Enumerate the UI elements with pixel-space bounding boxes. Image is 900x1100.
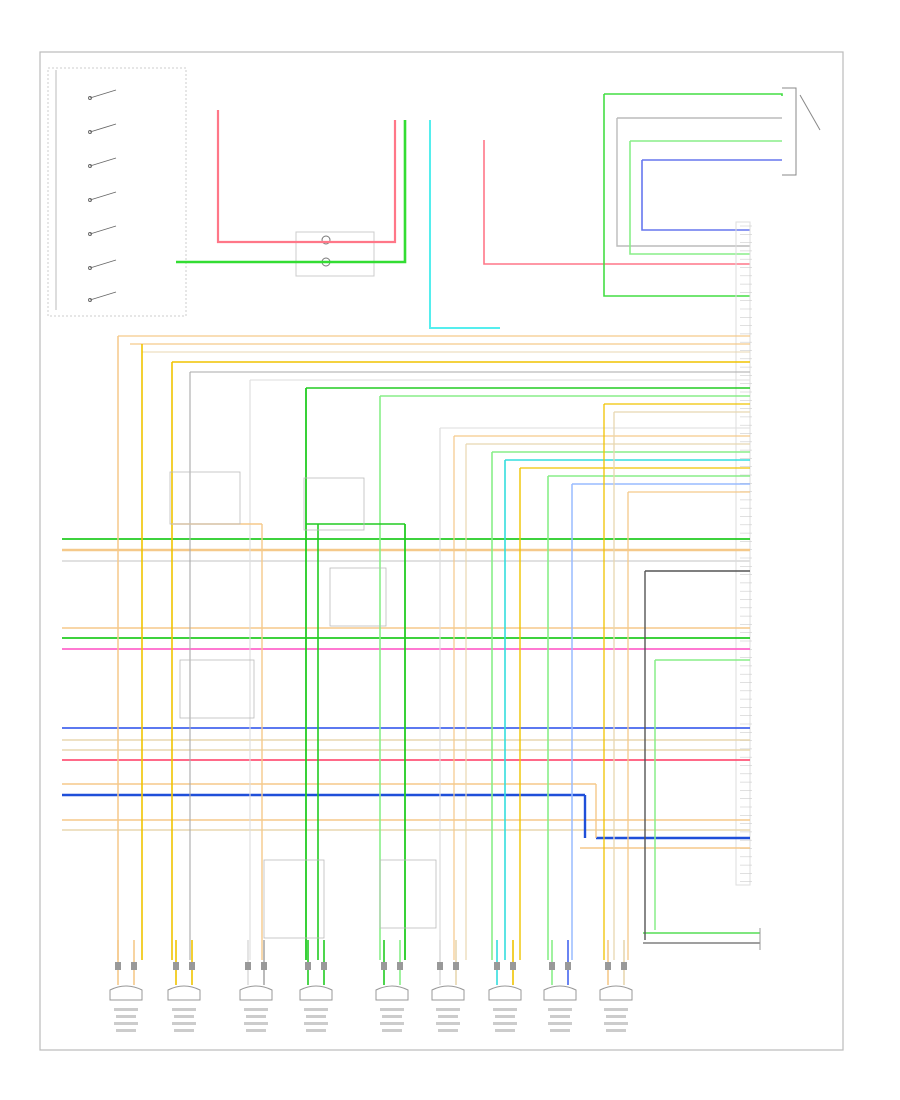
speaker-caption-mark	[174, 1029, 194, 1032]
speaker-pin	[305, 962, 311, 970]
wire-blue-amp	[641, 159, 782, 231]
speaker-caption-mark	[436, 1008, 460, 1011]
speaker-caption-mark	[436, 1022, 460, 1025]
speaker-caption-mark	[493, 1022, 517, 1025]
speaker	[299, 940, 333, 1032]
wire-white-amp	[616, 117, 782, 247]
speaker-body	[488, 985, 522, 1001]
speaker-pin	[549, 962, 555, 970]
wire-green-top	[176, 120, 407, 264]
speakers-row	[109, 940, 633, 1032]
speaker-caption-mark	[116, 1015, 136, 1018]
speaker-pin	[494, 962, 500, 970]
speaker-caption-mark	[116, 1029, 136, 1032]
speaker-pin	[605, 962, 611, 970]
speaker-caption-mark	[495, 1015, 515, 1018]
radio-resistor-block	[295, 231, 375, 277]
speaker-caption-mark	[380, 1008, 404, 1011]
speaker-caption-mark	[172, 1008, 196, 1011]
speaker	[488, 940, 522, 1032]
speaker-pin	[437, 962, 443, 970]
diagram-border	[39, 51, 844, 1051]
speaker-body	[299, 985, 333, 1001]
speaker-caption-mark	[438, 1015, 458, 1018]
speaker-caption-mark	[244, 1008, 268, 1011]
speaker-caption-mark	[114, 1022, 138, 1025]
speaker	[109, 940, 143, 1032]
splice-labels	[169, 471, 437, 939]
speaker	[599, 940, 633, 1032]
speaker-caption-mark	[495, 1029, 515, 1032]
speaker-body	[375, 985, 409, 1001]
speaker	[431, 940, 465, 1032]
speaker-pin	[381, 962, 387, 970]
speaker-pin	[565, 962, 571, 970]
speaker-caption-mark	[246, 1015, 266, 1018]
amplifier-connector-top	[782, 87, 821, 176]
speaker-caption-mark	[604, 1008, 628, 1011]
speaker	[375, 940, 409, 1032]
wire-bus	[62, 335, 750, 849]
speaker-body	[599, 985, 633, 1001]
wire-red-right	[483, 140, 750, 265]
speaker-pin	[131, 962, 137, 970]
speaker	[543, 940, 577, 1032]
speaker-caption-mark	[244, 1022, 268, 1025]
speaker-pin	[245, 962, 251, 970]
speaker-pin	[173, 962, 179, 970]
speaker-caption-mark	[548, 1022, 572, 1025]
speaker	[167, 940, 201, 1032]
speaker-pin	[453, 962, 459, 970]
speaker-pin	[397, 962, 403, 970]
speaker	[239, 940, 273, 1032]
speaker-caption-mark	[604, 1022, 628, 1025]
speaker-body	[167, 985, 201, 1001]
speaker-pin	[189, 962, 195, 970]
speaker-caption-mark	[306, 1015, 326, 1018]
speaker-caption-mark	[114, 1008, 138, 1011]
speaker-caption-mark	[382, 1029, 402, 1032]
rear-audio-module	[643, 928, 761, 950]
speaker-body	[109, 985, 143, 1001]
speaker-feed-wires	[117, 336, 656, 960]
speaker-body	[239, 985, 273, 1001]
speaker-body	[543, 985, 577, 1001]
speaker-caption-mark	[493, 1008, 517, 1011]
speaker-caption-mark	[304, 1022, 328, 1025]
speaker-caption-mark	[550, 1015, 570, 1018]
speaker-pin	[321, 962, 327, 970]
steering-wheel-controls-switch	[47, 67, 187, 317]
speaker-caption-mark	[382, 1015, 402, 1018]
wire-green-amp	[603, 93, 783, 297]
speaker-caption-mark	[606, 1015, 626, 1018]
radio-module-connector	[735, 221, 751, 886]
speaker-caption-mark	[172, 1022, 196, 1025]
speaker-pin	[261, 962, 267, 970]
wire-red-top	[216, 110, 397, 244]
speaker-caption-mark	[380, 1022, 404, 1025]
speaker-caption-mark	[174, 1015, 194, 1018]
wire-lightgreen-amp	[629, 140, 782, 255]
speaker-caption-mark	[306, 1029, 326, 1032]
speaker-caption-mark	[304, 1008, 328, 1011]
wire-cyan-data	[429, 120, 500, 329]
speaker-body	[431, 985, 465, 1001]
speaker-caption-mark	[438, 1029, 458, 1032]
speaker-caption-mark	[246, 1029, 266, 1032]
speaker-caption-mark	[550, 1029, 570, 1032]
speaker-caption-mark	[548, 1008, 572, 1011]
speaker-pin	[115, 962, 121, 970]
speaker-caption-mark	[606, 1029, 626, 1032]
speaker-pin	[621, 962, 627, 970]
speaker-pin	[510, 962, 516, 970]
